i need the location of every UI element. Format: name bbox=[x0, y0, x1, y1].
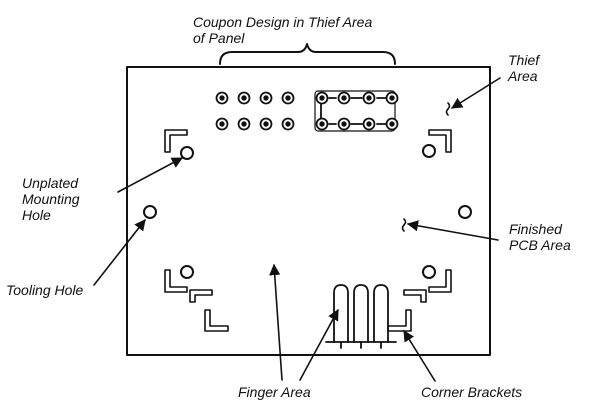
panel-outline bbox=[126, 66, 491, 356]
finished-label-line1: Finished bbox=[509, 221, 562, 237]
finger-area-label: Finger Area bbox=[238, 384, 311, 400]
corner-bracket-top-right bbox=[428, 129, 452, 153]
thief-label-line1: Thief bbox=[508, 52, 540, 68]
finger bbox=[373, 284, 389, 343]
coupon-label-line2: of Panel bbox=[193, 30, 245, 46]
coupon-pad bbox=[259, 117, 273, 131]
coupon-pad bbox=[315, 91, 329, 105]
finished-label-line2: PCB Area bbox=[509, 237, 571, 253]
edge-connector-fingers bbox=[325, 284, 397, 349]
unplated-label-line1: Unplated bbox=[22, 175, 79, 191]
coupon-pad bbox=[259, 91, 273, 105]
mounting-hole-arrow bbox=[117, 157, 183, 193]
finished-pcb-arrow bbox=[406, 220, 499, 241]
finger-ticks bbox=[340, 341, 382, 349]
tooling-hole bbox=[458, 205, 472, 219]
mounting-hole bbox=[180, 146, 194, 160]
coupon-pad bbox=[385, 91, 399, 105]
corner-bracket-bottom-right bbox=[387, 269, 452, 332]
tooling-hole-arrow bbox=[93, 219, 146, 286]
corner-brackets-arrow bbox=[403, 330, 436, 382]
coupon-pad bbox=[281, 117, 295, 131]
coupon-pads-left bbox=[215, 91, 295, 131]
finger bbox=[333, 284, 349, 343]
coupon-pad bbox=[362, 117, 376, 131]
coupon-pad bbox=[337, 117, 351, 131]
mounting-hole bbox=[422, 265, 436, 279]
finger-area-arrow-2 bbox=[299, 309, 339, 381]
corner-bracket-top-left bbox=[164, 129, 188, 153]
coupon-pad bbox=[237, 117, 251, 131]
mounting-hole bbox=[422, 144, 436, 158]
coupon-pad bbox=[385, 117, 399, 131]
coupon-pad bbox=[337, 91, 351, 105]
finished-pcb-area-label: Finished PCB Area bbox=[509, 221, 571, 253]
coupon-pad bbox=[315, 117, 329, 131]
thief-area-mark bbox=[445, 102, 451, 116]
coupon-brace bbox=[219, 43, 396, 65]
finger bbox=[353, 284, 369, 343]
coupon-pad bbox=[281, 91, 295, 105]
mounting-hole bbox=[180, 265, 194, 279]
finished-area-mark bbox=[401, 218, 407, 232]
thief-area-label: Thief Area bbox=[508, 52, 539, 84]
unplated-mounting-hole-label: Unplated Mounting Hole bbox=[22, 175, 80, 223]
coupon-pad bbox=[237, 91, 251, 105]
tooling-hole-label: Tooling Hole bbox=[6, 282, 84, 298]
coupon-pads-right bbox=[314, 90, 399, 132]
coupon-pad bbox=[215, 91, 229, 105]
coupon-pad bbox=[215, 117, 229, 131]
finger-area-arrow-1 bbox=[269, 263, 283, 381]
coupon-pad bbox=[362, 91, 376, 105]
tooling-hole bbox=[143, 205, 157, 219]
thief-label-line2: Area bbox=[508, 68, 538, 84]
corner-bracket-bottom-left bbox=[164, 269, 229, 332]
coupon-label-line1: Coupon Design in Thief Area bbox=[193, 14, 373, 30]
unplated-label-line2: Mounting bbox=[22, 191, 80, 207]
unplated-label-line3: Hole bbox=[22, 207, 51, 223]
thief-area-arrow bbox=[451, 77, 501, 109]
coupon-design-label: Coupon Design in Thief Area of Panel bbox=[193, 14, 372, 46]
coupon-trace-box bbox=[314, 90, 396, 132]
corner-brackets-label: Corner Brackets bbox=[421, 384, 523, 400]
